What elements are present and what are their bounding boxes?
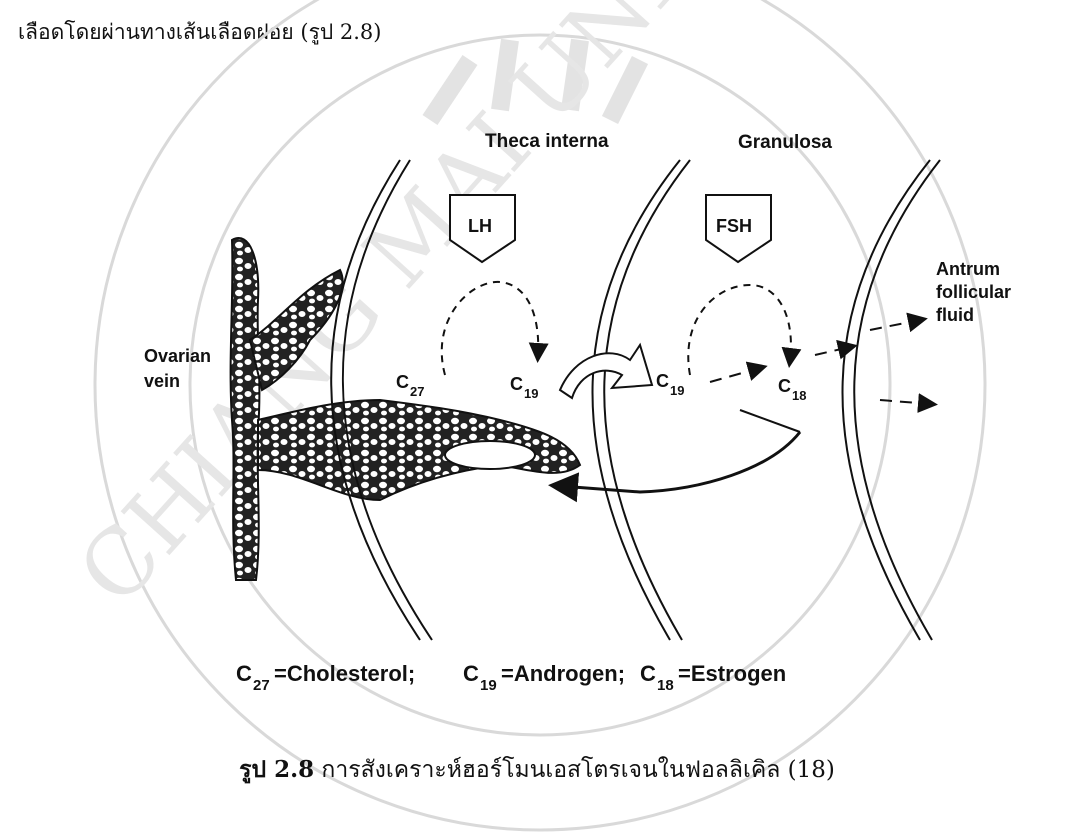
theca-interna-label: Theca interna (485, 131, 609, 152)
lh-label: LH (468, 216, 492, 236)
svg-text:C: C (463, 661, 479, 686)
svg-text:19: 19 (670, 383, 684, 398)
figure-number: รูป 2.8 (239, 756, 314, 783)
antrum-label-line2: follicular (936, 282, 1011, 302)
svg-text:27: 27 (253, 677, 270, 694)
granulosa-label: Granulosa (738, 132, 832, 153)
svg-text:C: C (656, 371, 669, 391)
antrum-boundary-inner (854, 160, 940, 640)
c18-label: C 18 (778, 376, 806, 403)
capillary-upper-branch (250, 270, 343, 390)
c19-granulosa-label: C 19 (656, 371, 684, 398)
svg-text:C: C (236, 661, 252, 686)
granulosa-boundary-inner (604, 160, 690, 640)
antrum-label-line1: Antrum (936, 259, 1000, 279)
svg-text:18: 18 (792, 388, 806, 403)
c27-label: C 27 (396, 372, 424, 399)
ovarian-vein-label-line2: vein (144, 371, 180, 391)
figure-caption: รูป 2.8 การสังเคราะห์ฮอร์โมนเอสโตรเจนในฟ… (0, 752, 1074, 788)
svg-text:C: C (778, 376, 791, 396)
granulosa-boundary-outer (593, 160, 681, 640)
ovarian-vein-vessel (231, 238, 260, 580)
estrogen-to-antrum-arrow-2 (870, 320, 920, 330)
svg-text:18: 18 (657, 677, 674, 694)
estrogen-to-blood-arrow-tail (740, 410, 800, 432)
ovarian-vein-label-line1: Ovarian (144, 346, 211, 366)
figure-legend: C 27 =Cholesterol; C 19 =Androgen; C 18 … (236, 661, 786, 694)
svg-text:C: C (640, 661, 656, 686)
svg-text:=Estrogen: =Estrogen (678, 661, 786, 686)
androgen-transfer-arrow (560, 345, 652, 398)
svg-text:19: 19 (524, 386, 538, 401)
svg-text:=Androgen;: =Androgen; (501, 661, 625, 686)
antrum-label-line3: fluid (936, 305, 974, 325)
svg-text:27: 27 (410, 384, 424, 399)
estrogen-to-antrum-arrow-3 (880, 400, 930, 404)
fsh-label: FSH (716, 216, 752, 236)
c19-to-c18-arrow (710, 368, 760, 382)
lh-action-arrow (442, 282, 539, 375)
svg-text:C: C (396, 372, 409, 392)
svg-text:19: 19 (480, 677, 497, 694)
capillary-lumen (445, 441, 535, 469)
caption-text: การสังเคราะห์ฮอร์โมนเอสโตรเจนในฟอลลิเคิล… (314, 757, 835, 783)
c19-theca-label: C 19 (510, 374, 538, 401)
svg-text:=Cholesterol;: =Cholesterol; (274, 661, 415, 686)
svg-text:C: C (510, 374, 523, 394)
fsh-action-arrow (688, 285, 791, 375)
